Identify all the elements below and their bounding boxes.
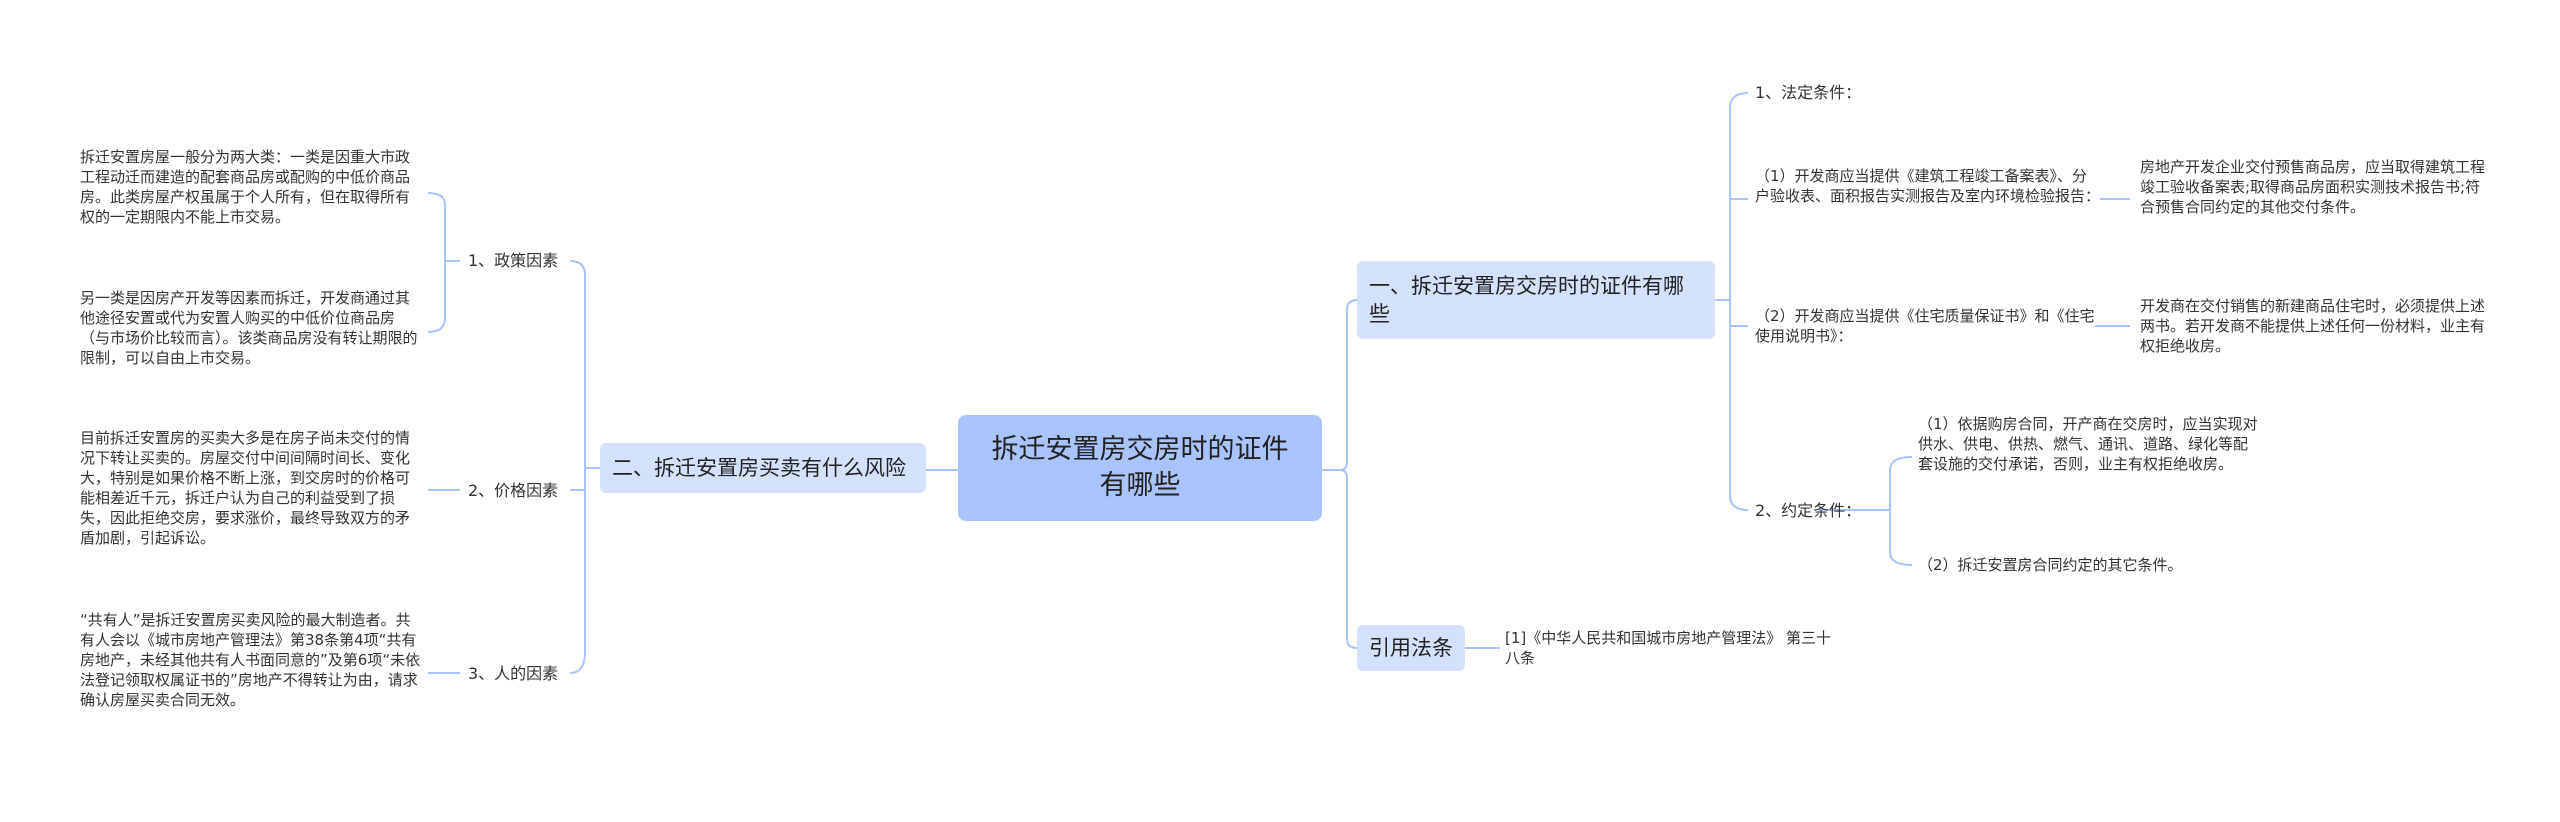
legal-item-1-detail: 房地产开发企业交付预售商品房，应当取得建筑工程竣工验收备案表;取得商品房面积实测…	[2140, 158, 2486, 216]
agreed-item-1: （1）依据购房合同，开产商在交房时，应当实现对供水、供电、供热、燃气、通讯、道路…	[1918, 415, 2258, 473]
branch-law[interactable]: 引用法条	[1357, 625, 1465, 671]
risk-policy-text-2: 另一类是因房产开发等因素而拆迁，开发商通过其他途径安置或代为安置人购买的中低价位…	[80, 289, 418, 367]
legal-item-2-detail: 开发商在交付销售的新建商品住宅时，必须提供上述两书。若开发商不能提供上述任何一份…	[2140, 297, 2486, 355]
branch-certs[interactable]: 一、拆迁安置房交房时的证件有哪些	[1357, 261, 1715, 339]
risk-people-label[interactable]: 3、人的因素	[468, 664, 559, 683]
agreed-conditions-label[interactable]: 2、约定条件：	[1755, 501, 1862, 520]
risk-price-text: 目前拆迁安置房的买卖大多是在房子尚未交付的情况下转让买卖的。房屋交付中间间隔时间…	[80, 429, 411, 547]
risk-policy-text-1: 拆迁安置房屋一般分为两大类：一类是因重大市政工程动迁而建造的配套商品房或配购的中…	[80, 148, 411, 226]
connector	[1889, 456, 1913, 566]
connector	[569, 260, 586, 674]
legal-item-2[interactable]: （2）开发商应当提供《住宅质量保证书》和《住宅使用说明书》：	[1755, 307, 2095, 345]
risk-price-label[interactable]: 2、价格因素	[468, 481, 559, 500]
risk-people-text: “共有人”是拆迁安置房买卖风险的最大制造者。共有人会以《城市房地产管理法》第38…	[80, 611, 421, 709]
branch-risks[interactable]: 二、拆迁安置房买卖有什么风险	[600, 443, 926, 493]
risk-policy-label[interactable]: 1、政策因素	[468, 251, 559, 270]
law-citation: [1]《中华人民共和国城市房地产管理法》 第三十八条	[1505, 629, 1832, 667]
legal-conditions-label[interactable]: 1、法定条件：	[1755, 83, 1862, 102]
legal-item-1[interactable]: （1）开发商应当提供《建筑工程竣工备案表》、分户验收表、面积报告实测报告及室内环…	[1755, 167, 2101, 205]
root-title: 拆迁安置房交房时的证件有哪些	[991, 434, 1289, 501]
connector	[1339, 469, 1358, 649]
branch-certs-title: 一、拆迁安置房交房时的证件有哪些	[1369, 274, 1684, 326]
branch-law-title: 引用法条	[1369, 636, 1453, 660]
connector	[1322, 299, 1358, 471]
root-node[interactable]: 拆迁安置房交房时的证件有哪些	[958, 415, 1322, 521]
connector	[427, 192, 446, 333]
agreed-item-2: （2）拆迁安置房合同约定的其它条件。	[1918, 556, 2183, 574]
branch-risks-title: 二、拆迁安置房买卖有什么风险	[612, 456, 906, 480]
connector	[1729, 92, 1749, 511]
